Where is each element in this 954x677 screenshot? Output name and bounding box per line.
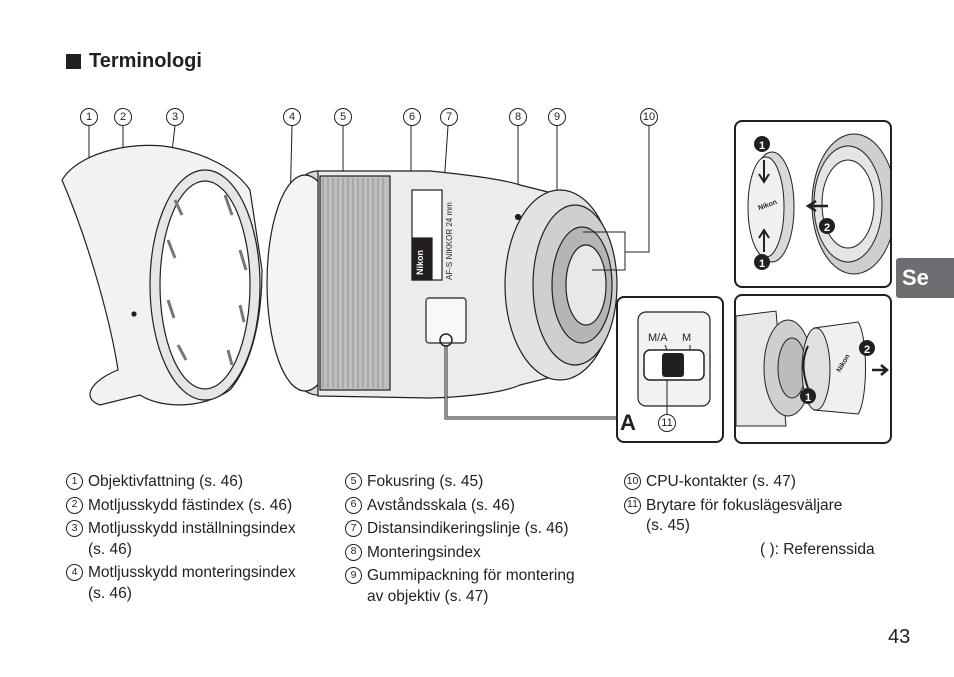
legend-item: 6 Avståndsskala (s. 46) xyxy=(345,494,615,518)
legend-text: Fokusring (s. 45) xyxy=(367,473,484,490)
callout-3: 3 xyxy=(166,108,184,126)
legend-item: 7 Distansindikeringslinje (s. 46) xyxy=(345,517,615,541)
callout-1: 1 xyxy=(80,108,98,126)
legend-number: 6 xyxy=(345,496,362,514)
legend-item: 5 Fokusring (s. 45) xyxy=(345,470,615,494)
legend-number: 8 xyxy=(345,543,362,561)
section-title: Terminologi xyxy=(89,50,202,72)
inset-a-switch-closeup: M/A M 11 xyxy=(616,296,724,443)
legend-item: 11 Brytare för fokuslägesväljare (s. 45) xyxy=(624,494,894,538)
legend-text: Brytare för fokuslägesväljare xyxy=(646,496,843,514)
page-number: 43 xyxy=(888,626,911,648)
inset-front-cap: 1 1 2 Nikon xyxy=(734,120,892,288)
inset-a-label: A xyxy=(620,410,636,435)
legend-item: 4 Motljusskydd monteringsindex (s. 46) xyxy=(66,561,336,605)
legend-column-3: 10 CPU-kontakter (s. 47) 11 Brytare för fo… xyxy=(624,470,894,538)
legend-text: Monteringsindex xyxy=(367,543,481,561)
legend-text: Objektivfattning (s. 46) xyxy=(88,473,244,490)
rearcap-step-1: 1 xyxy=(804,392,812,404)
legend-number: 5 xyxy=(345,473,362,490)
legend-number: 1 xyxy=(66,473,83,490)
heading-bullet-icon xyxy=(66,54,81,69)
callout-5: 5 xyxy=(334,108,352,126)
lens-brand-label: Nikon xyxy=(415,250,425,275)
lens-name-label: AF-S NIKKOR 24 mm xyxy=(445,202,454,280)
legend-number: 7 xyxy=(345,520,362,537)
legend-item: 9 Gummipackning för montering av objektiv … xyxy=(345,564,615,608)
legend-number: 9 xyxy=(345,567,362,584)
switch-label-ma: M/A xyxy=(648,332,668,344)
lens-hood xyxy=(61,144,263,406)
legend-column-2: 5 Fokusring (s. 45) 6 Avståndsskala (s. 46… xyxy=(345,470,615,608)
legend-text-cont: (s. 46) xyxy=(88,584,132,602)
callout-10: 10 xyxy=(640,108,658,126)
legend-text-cont: av objektiv (s. 47) xyxy=(367,587,489,605)
legend-number: 10 xyxy=(624,473,641,490)
switch-label-m: M xyxy=(682,332,692,344)
lens-body xyxy=(266,170,618,399)
legend-number: 2 xyxy=(66,496,83,514)
legend-item: 10 CPU-kontakter (s. 47) xyxy=(624,470,894,494)
legend-text-cont: (s. 46) xyxy=(88,540,132,558)
legend-item: 8 Monteringsindex xyxy=(345,541,615,565)
callout-2: 2 xyxy=(114,108,132,126)
legend-number: 11 xyxy=(624,496,641,514)
callout-8: 8 xyxy=(509,108,527,126)
cap-step-1-top: 1 xyxy=(758,140,766,152)
legend-text: CPU-kontakter (s. 47) xyxy=(646,473,796,490)
legend-text: Motljusskydd monteringsindex xyxy=(88,564,296,581)
cap-step-2: 2 xyxy=(823,222,831,234)
legend-text: Distansindikeringslinje (s. 46) xyxy=(367,520,569,537)
legend-text: Gummipackning för montering xyxy=(367,567,575,584)
callout-9: 9 xyxy=(548,108,566,126)
legend-text: Motljusskydd inställningsindex xyxy=(88,520,296,537)
legend-text: Motljusskydd fästindex (s. 46) xyxy=(88,496,293,514)
callout-7: 7 xyxy=(440,108,458,126)
callout-4: 4 xyxy=(283,108,301,126)
inset-rear-cap: 2 1 Nikon xyxy=(734,294,892,444)
legend-item: 2 Motljusskydd fästindex (s. 46) xyxy=(66,494,336,518)
legend-item: 3 Motljusskydd inställningsindex (s. 46) xyxy=(66,517,336,561)
section-heading: Terminologi xyxy=(66,50,202,73)
reference-note: ( ): Referenssida xyxy=(760,541,875,558)
callout-11: 11 xyxy=(658,414,676,432)
legend-number: 3 xyxy=(66,520,83,537)
rearcap-step-2: 2 xyxy=(863,344,871,356)
legend-text: Avståndsskala (s. 46) xyxy=(367,496,515,514)
legend-number: 4 xyxy=(66,564,83,581)
legend-text-cont: (s. 45) xyxy=(646,517,690,534)
language-tab: Se xyxy=(896,258,954,298)
callout-6: 6 xyxy=(403,108,421,126)
legend-item: 1 Objektivfattning (s. 46) xyxy=(66,470,336,494)
cap-step-1-bottom: 1 xyxy=(758,258,766,270)
